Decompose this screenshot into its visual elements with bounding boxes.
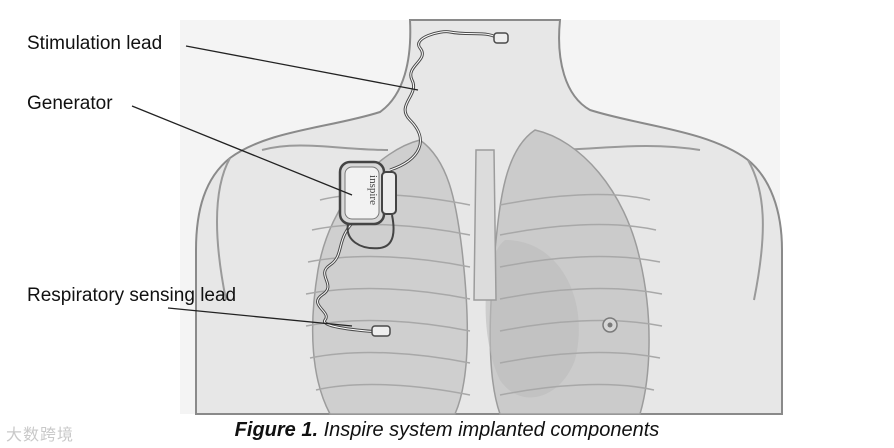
heart [485, 240, 579, 398]
device-brand-text: inspire [367, 175, 379, 205]
left-clavicle [261, 144, 389, 151]
callout-respiratory-sensing-lead: Respiratory sensing lead [27, 285, 237, 306]
right-shoulder [747, 159, 764, 301]
right-clavicle [559, 144, 701, 151]
watermark-text: 大数跨境 [6, 425, 75, 444]
generator-leader [131, 105, 353, 196]
callout-generator: Generator [27, 93, 113, 114]
left-shoulder [215, 157, 231, 301]
caption-text: Inspire system implanted components [323, 419, 660, 441]
sternum [473, 149, 497, 301]
respiratory-lead-tip [371, 325, 391, 337]
stimulation-lead-tip [493, 32, 509, 44]
callout-stimulation-lead: Stimulation lead [27, 33, 163, 54]
respiratory-lead-leader [167, 307, 353, 327]
stimulation-lead-leader [185, 45, 419, 91]
generator-device [338, 160, 397, 250]
figure-caption: Figure 1. Inspire system implanted compo… [0, 419, 894, 442]
caption-label: Figure 1. [234, 419, 319, 441]
